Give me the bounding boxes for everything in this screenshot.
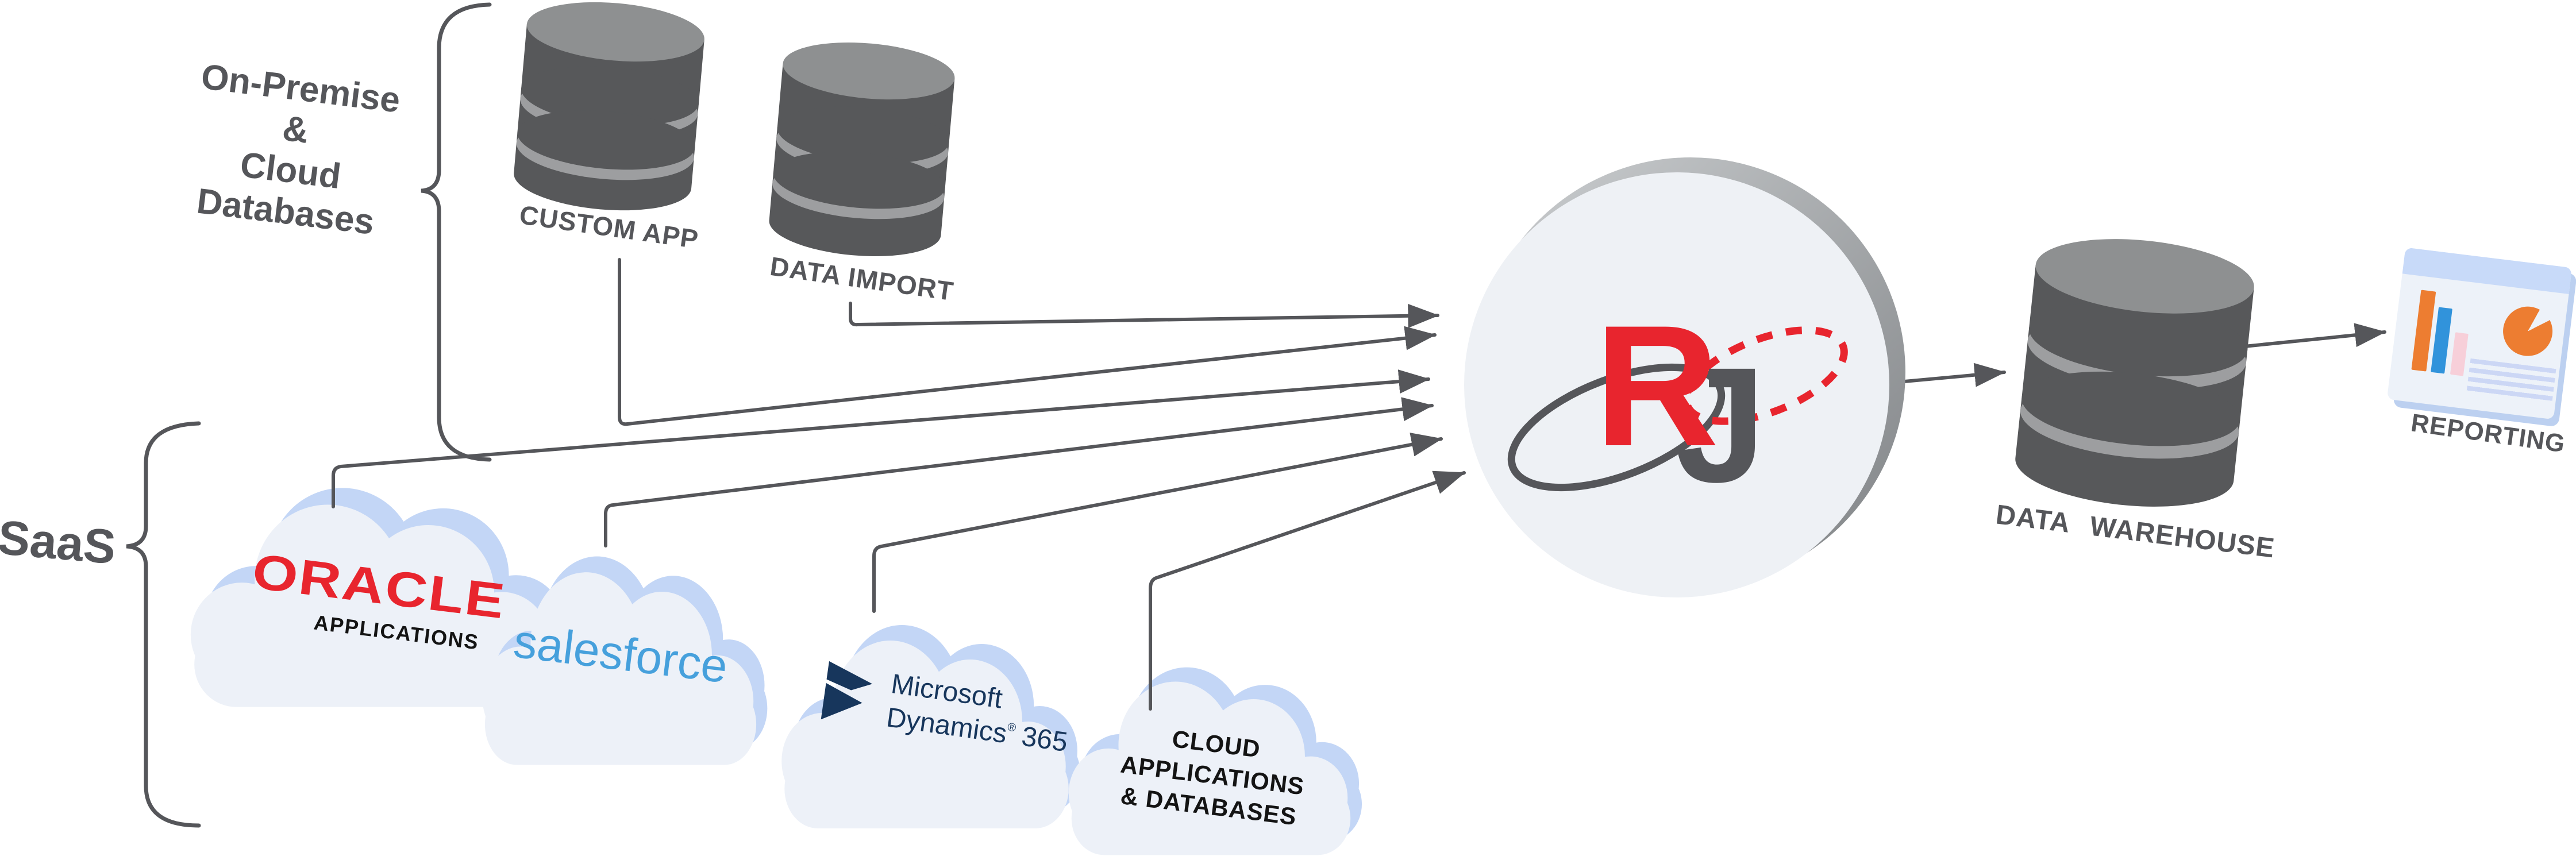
hub-sphere xyxy=(1464,172,1889,597)
gray-orbit-ellipse xyxy=(1507,363,1726,492)
connector-dynamics-arrow xyxy=(872,433,1443,613)
report-dashboard-icon xyxy=(2386,247,2576,430)
connector-oracle-arrow xyxy=(332,369,1430,508)
database-icon-custom-app xyxy=(514,2,704,211)
dynamics-logo: Microsoft Dynamics ® 365 xyxy=(818,658,1095,762)
report-card xyxy=(2386,247,2573,420)
connector-custom-app-arrow xyxy=(618,258,1437,426)
connector-salesforce-arrow xyxy=(604,397,1434,547)
hub-letter-j: J xyxy=(1675,334,1766,516)
connector-hub-to-warehouse-arrow xyxy=(1890,362,2006,387)
dynamics-icon xyxy=(821,661,873,719)
dynamics-365: 365 xyxy=(1019,721,1070,758)
red-dashed-orbit-ellipse xyxy=(1682,326,1848,425)
pie-chart-icon xyxy=(2500,303,2556,359)
hub-letter-r: R xyxy=(1595,289,1719,482)
connector-cloud-apps-arrow xyxy=(1149,471,1466,711)
connector-data-import-arrow xyxy=(849,302,1439,328)
report-text-lines xyxy=(2466,358,2556,403)
bar-chart-pink-bar xyxy=(2450,332,2469,376)
saas-brace xyxy=(126,421,201,828)
database-icon-data-warehouse xyxy=(2015,239,2254,507)
on-premise-brace xyxy=(421,2,492,462)
on-premise-group-label: On-Premise & Cloud Databases xyxy=(146,52,440,249)
registered-mark: ® xyxy=(1007,720,1017,735)
database-icon-data-import xyxy=(769,42,955,257)
bar-chart-blue-bar xyxy=(2431,307,2452,374)
connector-warehouse-to-reporting-arrow xyxy=(2243,323,2386,348)
